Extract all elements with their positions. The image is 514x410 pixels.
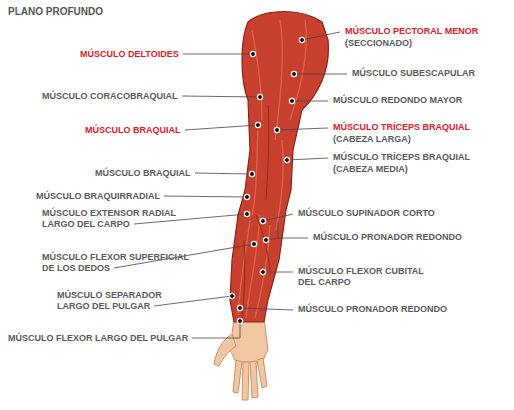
muscle-label: MÚSCULO TRÍCEPS BRAQUIAL xyxy=(333,122,508,133)
muscle-fibres xyxy=(238,20,306,318)
muscle-label: MÚSCULO REDONDO MAYOR xyxy=(333,95,508,106)
muscle-label: MÚSCULO PRONADOR REDONDO xyxy=(313,232,508,243)
title: PLANO PROFUNDO xyxy=(8,6,103,17)
muscle-label: MÚSCULO FLEXOR SUPERFICIAL DE LOS DEDOS xyxy=(42,252,202,274)
marker-dots xyxy=(229,37,304,323)
muscle-label: (SECCIONADO) xyxy=(345,38,510,49)
muscle-label: (CABEZA LARGA) xyxy=(333,134,508,145)
muscle-label: MÚSCULO DELTOIDES xyxy=(80,49,220,60)
muscle-label: MÚSCULO CORACOBRAQUIAL xyxy=(42,91,212,102)
muscle-label: MÚSCULO BRAQUIRRADIAL xyxy=(36,191,216,202)
muscle-label: (CABEZA MEDIA) xyxy=(333,164,508,175)
muscle-label: MÚSCULO FLEXOR CUBITAL DEL CARPO xyxy=(298,266,438,288)
muscle-label: MÚSCULO TRÍCEPS BRAQUIAL xyxy=(333,152,508,163)
muscle-label: MÚSCULO EXTENSOR RADIAL LARGO DEL CARPO xyxy=(42,208,182,230)
muscle-label: MÚSCULO BRAQUIAL xyxy=(95,168,235,179)
muscle-label: MÚSCULO BRAQUIAL xyxy=(85,125,235,136)
muscle-label: MÚSCULO SUPINADOR CORTO xyxy=(298,208,508,219)
muscle-label: MÚSCULO PECTORAL MENOR xyxy=(345,26,510,37)
hand xyxy=(214,318,268,400)
muscle-label: MÚSCULO PRONADOR REDONDO xyxy=(298,304,508,315)
muscle-label: MÚSCULO FLEXOR LARGO DEL PULGAR xyxy=(8,333,208,344)
muscle-label: MÚSCULO SUBESCAPULAR xyxy=(352,68,510,79)
muscle-shadows xyxy=(242,105,270,320)
muscle-label: MÚSCULO SEPARADOR LARGO DEL PULGAR xyxy=(57,290,167,312)
